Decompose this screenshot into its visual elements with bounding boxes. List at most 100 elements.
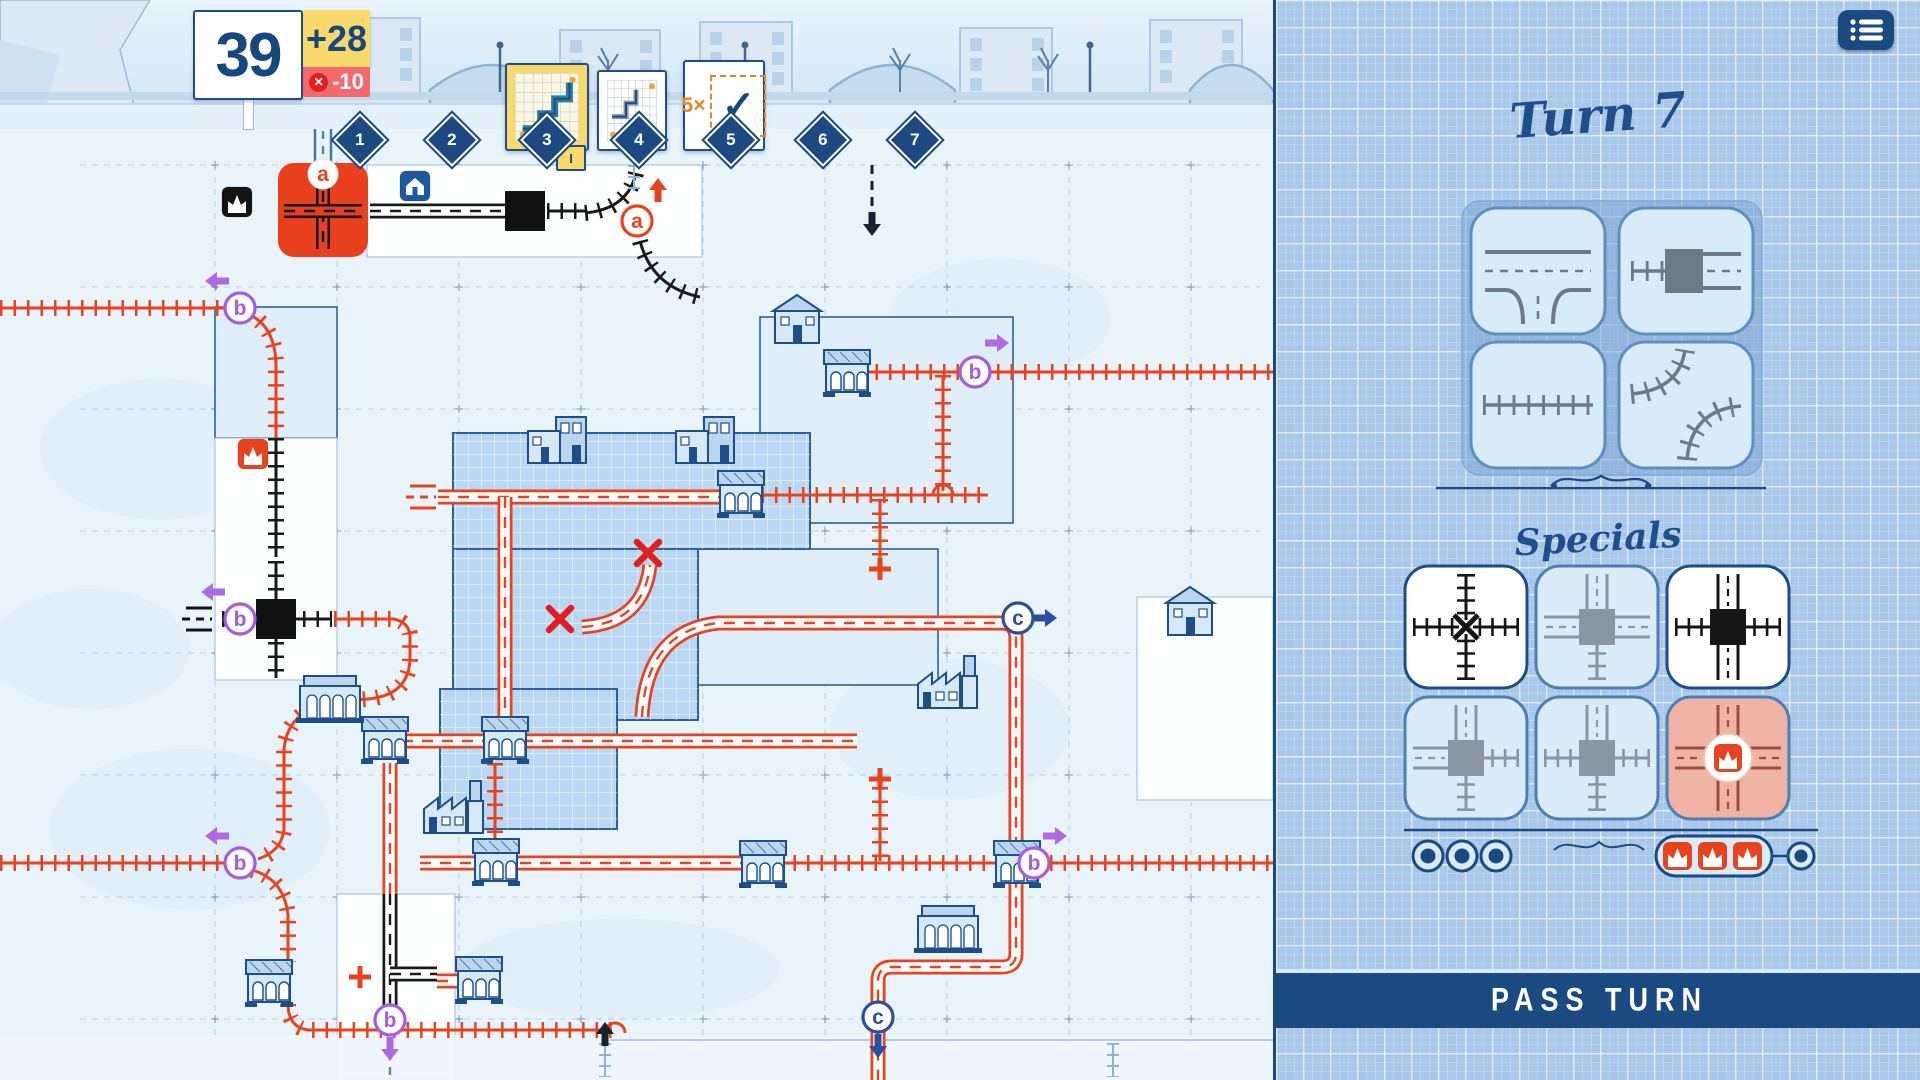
road-end-mark xyxy=(406,484,436,510)
bridge-building xyxy=(472,838,520,886)
map-chips xyxy=(221,170,431,470)
svg-text:c: c xyxy=(872,1006,884,1029)
score-box: 39 xyxy=(193,10,303,100)
special-tile-2[interactable] xyxy=(1534,564,1660,690)
svg-text:b: b xyxy=(1028,852,1041,875)
plus-mark xyxy=(869,768,891,790)
factory-building xyxy=(423,780,484,834)
die-road-t[interactable] xyxy=(1469,206,1607,336)
round-token xyxy=(1411,839,1445,873)
exit-b: b xyxy=(223,846,257,880)
bonus-box: +28 xyxy=(303,10,370,67)
bridge-building xyxy=(455,956,503,1004)
house-building xyxy=(1162,585,1218,636)
svg-text:b: b xyxy=(384,1009,397,1032)
dice-panel[interactable] xyxy=(1461,200,1763,476)
x-mark xyxy=(633,538,663,568)
svg-text:a: a xyxy=(631,210,643,233)
house-icon xyxy=(399,170,431,202)
exit-b: b xyxy=(958,355,992,389)
bridge-building xyxy=(739,840,787,888)
round-token xyxy=(1786,841,1816,871)
menu-button[interactable] xyxy=(1838,10,1894,50)
special-tile-5[interactable] xyxy=(1534,695,1660,821)
factory-building xyxy=(917,655,978,709)
house-building xyxy=(769,293,825,344)
game-board[interactable]: a a b b b b b b c c xyxy=(0,129,1273,1080)
factory-icon xyxy=(221,186,253,218)
penalty-value: -10 xyxy=(332,69,364,94)
exit-b: b xyxy=(373,1003,407,1037)
bridge-building xyxy=(717,470,765,518)
exits: a a b b b b b b c c xyxy=(201,158,1067,1061)
special-tile-4[interactable] xyxy=(1403,695,1529,821)
goal-card-1[interactable] xyxy=(505,63,589,151)
road-end-mark xyxy=(182,606,212,632)
header-strip: 39 +28 ✕ -10 5× ✓ I xyxy=(0,0,1275,171)
special-tile-6[interactable] xyxy=(1665,695,1791,821)
special-tile-3[interactable] xyxy=(1665,564,1791,690)
x-circle-icon: ✕ xyxy=(309,72,329,92)
exit-arrow-left xyxy=(205,827,229,845)
exit-arrow-left xyxy=(201,583,225,601)
exit-arrow-up xyxy=(596,1022,614,1046)
exit-a: a xyxy=(307,158,339,190)
pass-turn-label: PASS TURN xyxy=(1490,981,1708,1018)
round-token xyxy=(1445,839,1479,873)
svg-text:b: b xyxy=(234,852,247,875)
specials-grid[interactable] xyxy=(1401,562,1795,826)
x-mark xyxy=(545,604,575,634)
special-tile-1[interactable] xyxy=(1403,564,1529,690)
special-chip-pill xyxy=(1654,834,1774,878)
exit-c: c xyxy=(1001,601,1035,635)
exit-arrow-right xyxy=(985,334,1009,352)
exit-b: b xyxy=(223,291,257,325)
plus-mark xyxy=(869,558,891,580)
goal-multiplier: 5× xyxy=(681,93,706,117)
menu-list-icon xyxy=(1850,19,1883,41)
score-pole xyxy=(243,96,254,130)
exit-arrow-right xyxy=(1043,827,1067,845)
buildings xyxy=(296,293,1218,953)
palace-building xyxy=(914,905,982,953)
exit-c: c xyxy=(861,1000,895,1034)
houses2-building xyxy=(527,416,587,464)
svg-text:b: b xyxy=(234,297,247,320)
exit-b: b xyxy=(1017,846,1051,880)
bridge-building xyxy=(823,349,871,397)
die-station[interactable] xyxy=(1617,206,1755,336)
exit-arrow-down xyxy=(863,212,881,236)
rail-arch-mark xyxy=(931,483,955,496)
round-token xyxy=(1479,839,1513,873)
exit-arrow-up xyxy=(649,178,667,202)
exit-a: a xyxy=(620,204,654,238)
houses2-building xyxy=(675,416,735,464)
plus-mark xyxy=(349,966,371,988)
exit-arrow-left xyxy=(205,272,229,290)
marks xyxy=(182,212,955,1046)
svg-text:b: b xyxy=(234,608,247,631)
stairs-big-icon xyxy=(515,73,579,141)
penalty-box: ✕ -10 xyxy=(303,67,370,97)
sidebar: Turn 7 Specials PASS TURN xyxy=(1273,0,1920,1080)
factory-icon xyxy=(237,438,269,470)
exit-arrow-down xyxy=(869,1034,887,1058)
die-double-curve-rail[interactable] xyxy=(1617,340,1755,470)
svg-text:a: a xyxy=(317,163,329,186)
tokens-row xyxy=(1404,828,1818,878)
bridge-building xyxy=(245,959,293,1007)
divider-flourish xyxy=(1436,474,1766,490)
exit-arrow-down xyxy=(381,1037,399,1061)
score-value: 39 xyxy=(215,20,283,90)
die-rail-straight[interactable] xyxy=(1469,340,1607,470)
station-squares xyxy=(256,191,545,639)
svg-text:c: c xyxy=(1012,607,1024,630)
exit-arrow-right xyxy=(1033,609,1057,627)
bonus-value: +28 xyxy=(305,17,368,59)
svg-text:b: b xyxy=(969,361,982,384)
palace-building xyxy=(296,675,364,723)
turn-title: Turn 7 xyxy=(1507,81,1688,151)
pass-turn-button[interactable]: PASS TURN xyxy=(1276,969,1920,1028)
bridge-building xyxy=(481,716,529,764)
